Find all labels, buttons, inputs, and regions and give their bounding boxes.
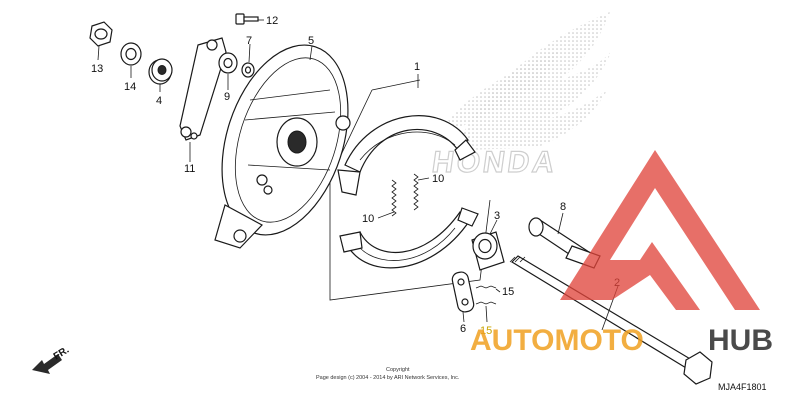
copyright-line-1: Copyright: [386, 367, 410, 373]
collar[interactable]: [148, 58, 173, 85]
pin-lower[interactable]: [475, 301, 497, 305]
callout-13[interactable]: 13: [91, 63, 103, 75]
watermark-logo-mark: [560, 150, 760, 310]
torque-link[interactable]: [179, 37, 227, 141]
callout-3[interactable]: 3: [494, 210, 500, 222]
callout-7[interactable]: 7: [246, 35, 252, 47]
honda-wordmark: HONDA: [430, 146, 560, 179]
front-direction-arrow: FR.: [32, 345, 71, 374]
automotohub-watermark: AUTOMOTO HUB: [470, 150, 773, 357]
leader-lines: [97, 19, 619, 331]
callout-15-lower[interactable]: 15: [480, 325, 492, 337]
bolt[interactable]: [235, 13, 259, 25]
plate[interactable]: [451, 271, 475, 313]
axle[interactable]: [509, 255, 713, 385]
spacer-9[interactable]: [218, 52, 238, 74]
watermark-text-hub: HUB: [708, 324, 773, 357]
callout-4[interactable]: 4: [156, 95, 162, 107]
pin-upper[interactable]: [475, 285, 497, 289]
callout-6[interactable]: 6: [460, 323, 466, 335]
callout-10-upper[interactable]: 10: [432, 173, 444, 185]
callout-8[interactable]: 8: [560, 201, 566, 213]
callout-10-lower[interactable]: 10: [362, 213, 374, 225]
diagram-code: MJA4F1801: [718, 382, 767, 392]
callout-15-upper[interactable]: 15: [502, 286, 514, 298]
watermark-text-automoto: AUTOMOTO: [470, 324, 644, 357]
callout-12[interactable]: 12: [266, 15, 278, 27]
brake-shoe-lower[interactable]: [339, 207, 479, 269]
callout-9[interactable]: 9: [224, 91, 230, 103]
honda-wing-logo: HONDA: [429, 12, 612, 180]
callout-11[interactable]: 11: [184, 163, 195, 175]
washer-small[interactable]: [241, 62, 255, 78]
copyright-line-2: Page design (c) 2004 - 2014 by ARI Netwo…: [316, 375, 460, 381]
callout-1[interactable]: 1: [414, 61, 420, 73]
bushing[interactable]: [471, 231, 505, 271]
callout-14[interactable]: 14: [124, 81, 136, 93]
washer[interactable]: [120, 42, 142, 66]
nut[interactable]: [89, 21, 113, 47]
brake-panel[interactable]: [200, 29, 371, 251]
callout-5[interactable]: 5: [308, 35, 314, 47]
spring-right[interactable]: [413, 173, 419, 211]
brake-shoe-upper[interactable]: [337, 115, 476, 196]
spring-left[interactable]: [391, 179, 397, 217]
